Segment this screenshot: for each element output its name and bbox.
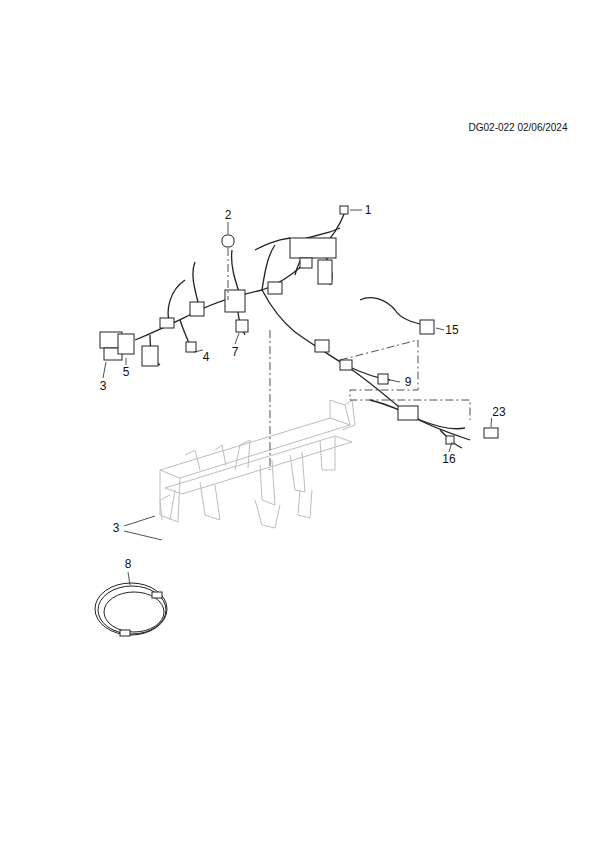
instrument-panel-frame <box>160 400 355 528</box>
callout-number: 8 <box>124 558 133 570</box>
callout-number: 2 <box>224 209 233 221</box>
callout-number: 4 <box>202 351 211 363</box>
callout-number: 23 <box>491 406 506 418</box>
callout-number: 15 <box>444 324 459 336</box>
leader-lines <box>103 210 492 585</box>
coil-harness <box>95 583 167 636</box>
callout-number: 3 <box>99 380 108 392</box>
callout-number: 1 <box>364 204 373 216</box>
callout-number: 9 <box>404 376 413 388</box>
callout-number: 7 <box>231 346 240 358</box>
connectors <box>100 206 498 444</box>
callout-number: 16 <box>441 453 456 465</box>
callout-number: 3 <box>112 522 121 534</box>
callout-number: 5 <box>122 366 131 378</box>
wiring-harness <box>135 212 470 448</box>
drawing-reference: DG02-022 02/06/2024 <box>468 123 569 133</box>
